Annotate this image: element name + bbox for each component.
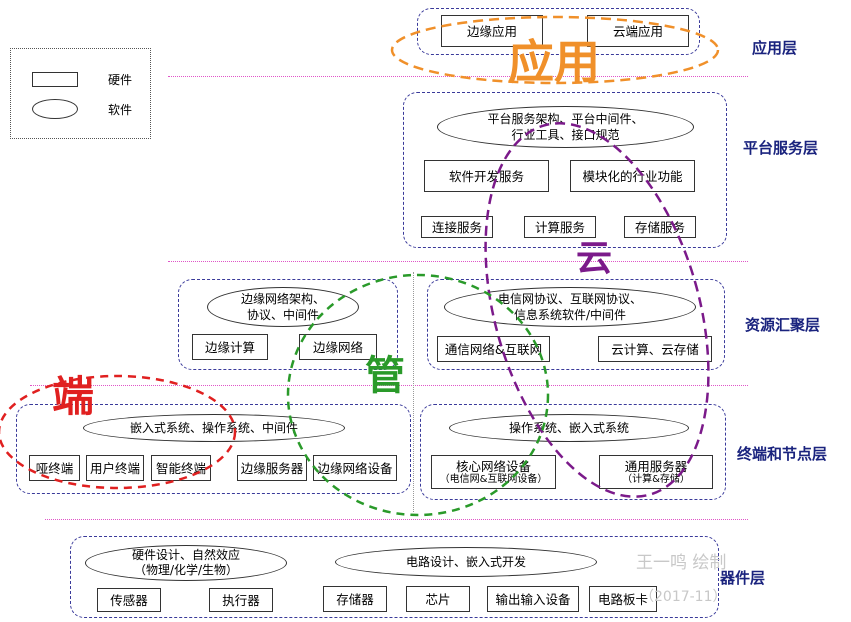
storage-service-box: 存储服务 (624, 216, 696, 238)
legend-software-ellipse (32, 99, 78, 119)
terminal-left-ellipse: 嵌入式系统、操作系统、中间件 (83, 414, 345, 442)
cloud-compute-storage-box: 云计算、云存储 (598, 336, 712, 362)
layer-label-terminal: 终端和节点层 (737, 445, 828, 463)
device-ellipse-hardware-line1: 硬件设计、自然效应 (131, 548, 240, 562)
edge-compute-box: 边缘计算 (192, 334, 268, 360)
device-ellipse-hardware: 硬件设计、自然效应 （物理/化学/生物） (85, 545, 287, 581)
general-server-box: 通用服务器 （计算&存储） (599, 455, 713, 489)
layer-label-resource: 资源汇聚层 (745, 316, 821, 334)
platform-ellipse: 平台服务架构、平台中间件、 行业工具、接口规范 (437, 106, 694, 148)
divider-terminal-device (45, 519, 748, 520)
smart-terminal-box: 智能终端 (151, 455, 211, 481)
telecom-internet-box: 通信网络&互联网 (437, 336, 550, 362)
legend-software-label: 软件 (108, 103, 133, 117)
circuit-board-box: 电路板卡 (589, 586, 657, 612)
edge-server-box: 边缘服务器 (237, 455, 307, 481)
resource-left-ellipse: 边缘网络架构、 协议、中间件 (207, 287, 359, 327)
modular-function-box: 模块化的行业功能 (570, 160, 695, 192)
core-network-device-title: 核心网络设备 (455, 458, 531, 474)
sensor-box: 传感器 (97, 588, 161, 612)
watermark-author: 王一鸣 绘制 (636, 553, 727, 573)
device-group (70, 536, 719, 618)
compute-service-box: 计算服务 (524, 216, 596, 238)
cloud-app-box: 云端应用 (587, 15, 689, 47)
core-network-device-box: 核心网络设备 （电信网&互联网设备） (431, 455, 556, 489)
vertical-divider (413, 272, 414, 512)
watermark-date: （2017-11） (640, 589, 727, 605)
divider-platform-resource (168, 261, 748, 262)
edge-big-label: 端 (52, 372, 95, 421)
dumb-terminal-box: 哑终端 (29, 455, 80, 481)
connect-service-box: 连接服务 (421, 216, 493, 238)
user-terminal-box: 用户终端 (86, 455, 144, 481)
pipe-big-label: 管 (365, 353, 405, 399)
memory-box: 存储器 (323, 586, 387, 612)
legend-box (10, 48, 151, 139)
layer-label-app: 应用层 (752, 39, 798, 57)
divider-app-platform (168, 76, 748, 77)
edge-network-device-box: 边缘网络设备 (313, 455, 397, 481)
io-device-box: 输出输入设备 (487, 586, 579, 612)
general-server-sub: （计算&存储） (622, 473, 690, 485)
chip-box: 芯片 (406, 586, 470, 612)
actuator-box: 执行器 (209, 588, 273, 612)
cloud-big-label: 云 (576, 238, 613, 279)
resource-right-ellipse: 电信网协议、互联网协议、 信息系统软件/中间件 (444, 287, 696, 327)
layer-label-device: 器件层 (720, 569, 766, 587)
legend-hardware-label: 硬件 (108, 73, 133, 87)
core-network-device-sub: （电信网&互联网设备） (439, 473, 548, 485)
device-ellipse-hardware-line2: （物理/化学/生物） (133, 563, 239, 577)
general-server-title: 通用服务器 (624, 458, 688, 474)
software-dev-box: 软件开发服务 (424, 160, 549, 192)
app-big-label: 应用 (508, 35, 600, 89)
device-ellipse-circuit: 电路设计、嵌入式开发 (335, 547, 597, 577)
terminal-right-ellipse: 操作系统、嵌入式系统 (449, 414, 689, 442)
legend-hardware-rect (32, 72, 78, 87)
layer-label-platform: 平台服务层 (743, 139, 819, 157)
